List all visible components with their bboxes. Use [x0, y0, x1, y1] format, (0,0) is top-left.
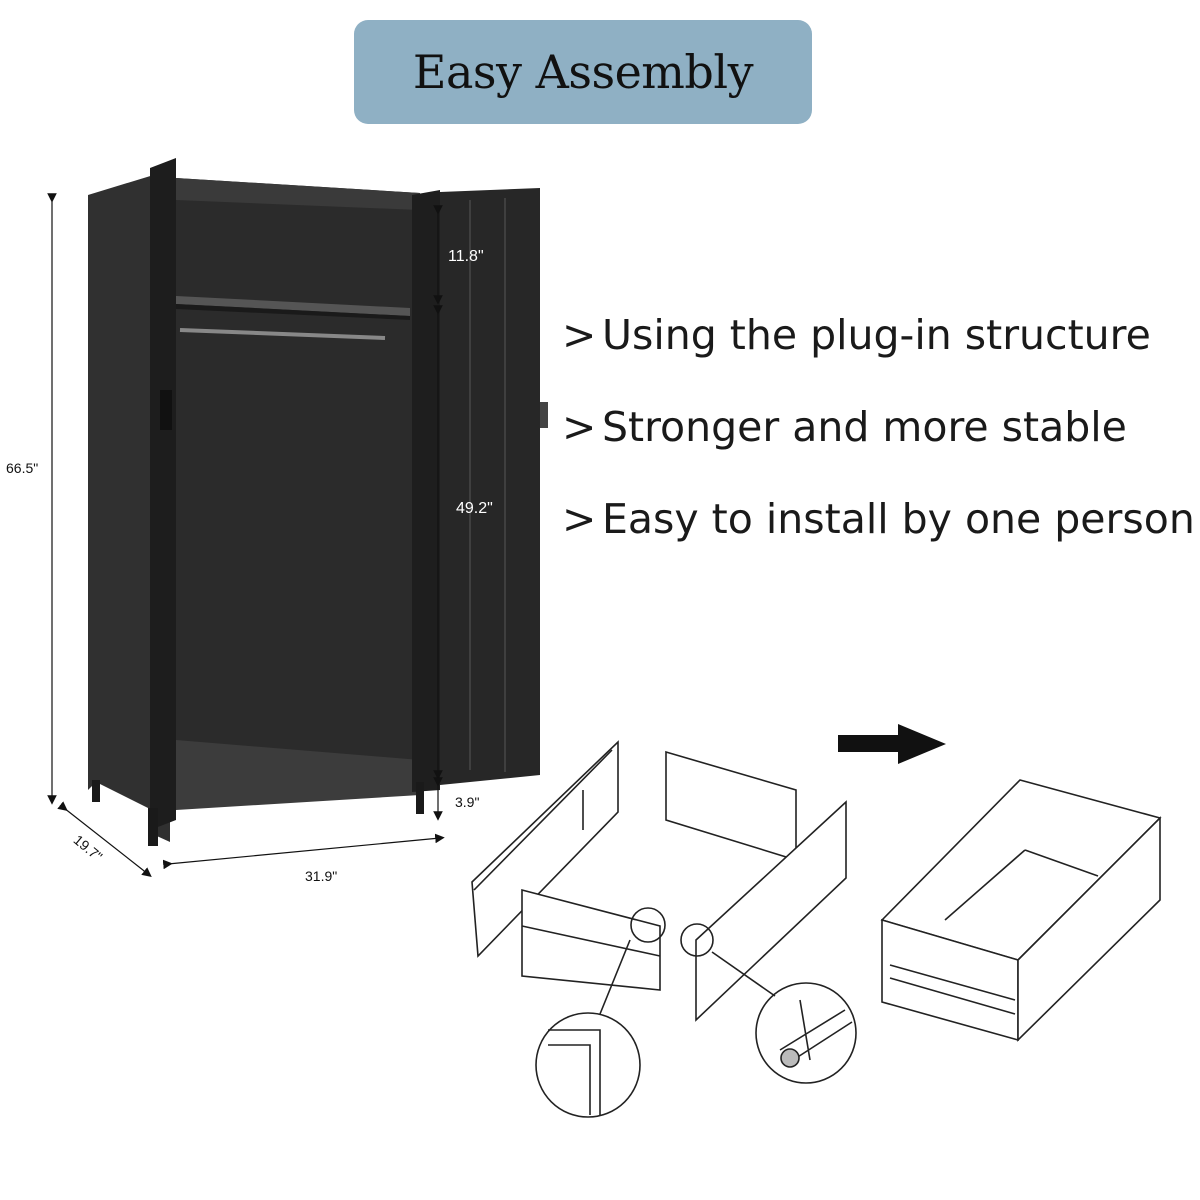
dimension-width-label: 31.9": [305, 868, 338, 884]
dimension-shelf-label: 11.8": [448, 248, 484, 265]
chevron-right-icon: >: [562, 403, 597, 451]
feature-item: >Using the plug-in structure: [562, 305, 1195, 397]
assembly-diagram: [471, 740, 1162, 1118]
page-title: Easy Assembly: [412, 45, 754, 99]
chevron-right-icon: >: [562, 311, 597, 359]
arrow-right-icon: [838, 724, 946, 764]
dimension-height-label: 66.5": [6, 460, 39, 476]
title-banner: Easy Assembly: [354, 20, 812, 124]
dimension-lines: [47, 193, 445, 877]
dimension-leg-label: 3.9": [455, 794, 480, 810]
dimension-hanging-label: 49.2": [456, 500, 493, 517]
feature-item: >Easy to install by one person: [562, 489, 1195, 581]
feature-list: >Using the plug-in structure >Stronger a…: [562, 305, 1195, 581]
feature-item: >Stronger and more stable: [562, 397, 1195, 489]
chevron-right-icon: >: [562, 495, 597, 543]
wardrobe-cabinet: [88, 158, 548, 846]
